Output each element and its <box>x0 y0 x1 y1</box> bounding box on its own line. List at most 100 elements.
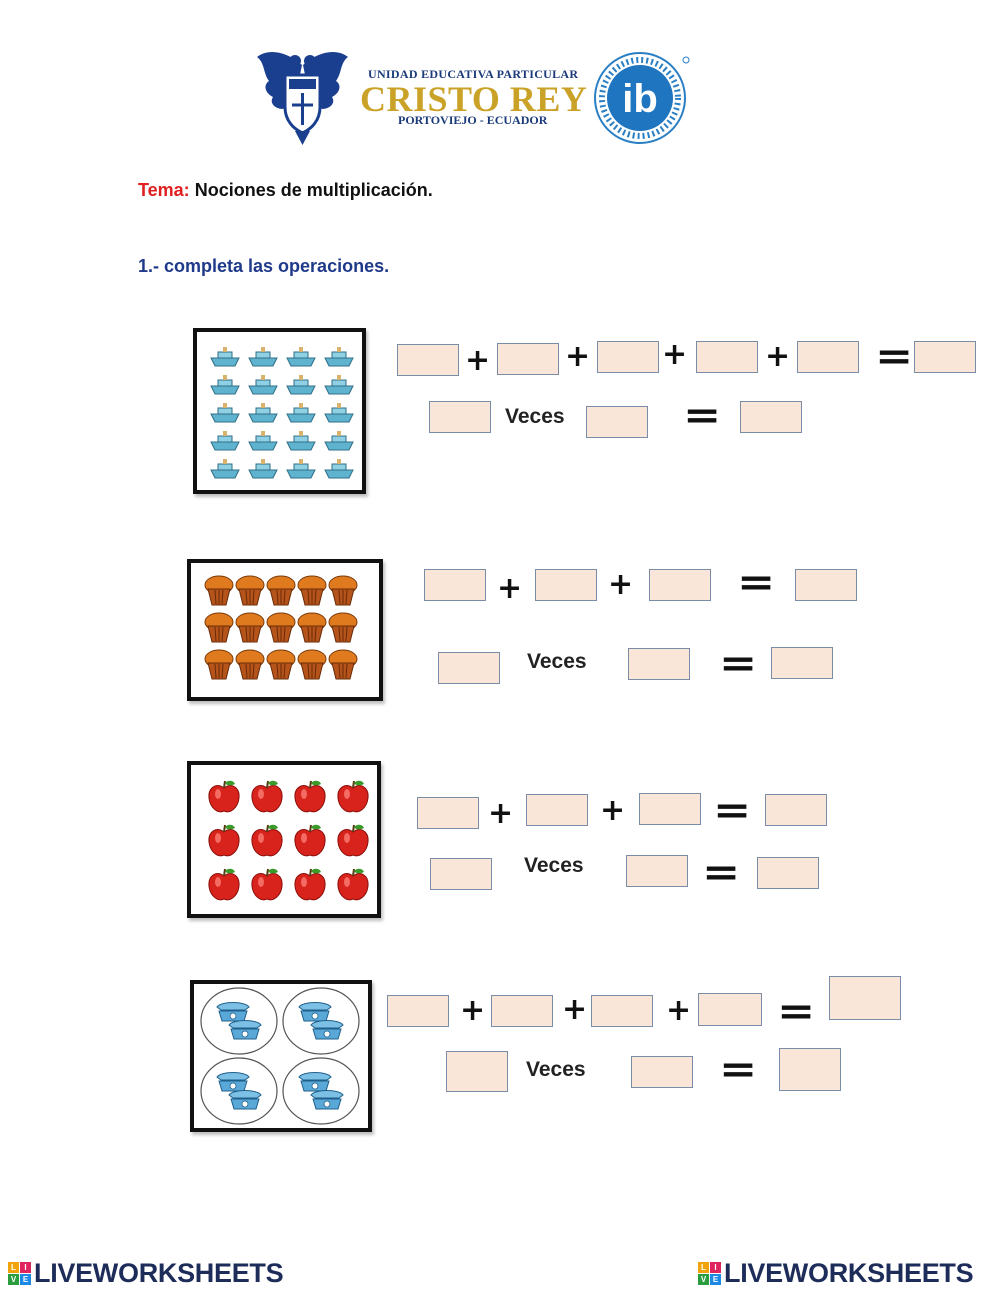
telephone-icon <box>216 1002 250 1022</box>
ex3-addend-box-3[interactable] <box>639 793 701 825</box>
cupcake-icon <box>266 612 296 643</box>
plus-sign: + <box>765 339 791 374</box>
instruction-text: 1.- completa las operaciones. <box>138 256 390 276</box>
veces-label: Veces <box>505 405 565 428</box>
ex1-factor-box[interactable] <box>586 406 648 438</box>
equals-sign: = <box>737 560 775 604</box>
ex2-addend-box-3[interactable] <box>649 569 711 601</box>
boat-icon <box>210 347 240 367</box>
boats-icon <box>210 347 354 479</box>
cupcake-icon <box>297 649 327 680</box>
ex1-addend-box-5[interactable] <box>797 341 859 373</box>
ex2-addend-box-2[interactable] <box>535 569 597 601</box>
boat-icon <box>210 459 240 479</box>
boat-icon <box>248 347 278 367</box>
ex3-addend-box-2[interactable] <box>526 794 588 826</box>
liveworksheets-tiles-icon: L I V E <box>698 1262 721 1285</box>
tile-v: V <box>698 1274 709 1285</box>
ex3-addend-box-1[interactable] <box>417 797 479 829</box>
ex2-addend-box-1[interactable] <box>424 569 486 601</box>
ex4-sum-box[interactable] <box>829 976 901 1020</box>
ex3-product-box[interactable] <box>757 857 819 889</box>
ex1-addend-box-4[interactable] <box>696 341 758 373</box>
ex1-product-box[interactable] <box>740 401 802 433</box>
topic-value: Nociones de multiplicación. <box>194 180 433 200</box>
cupcake-icon <box>235 649 265 680</box>
telephone-icon <box>298 1002 332 1022</box>
ex1-sum-box[interactable] <box>914 341 976 373</box>
ex2-times-box[interactable] <box>438 652 500 684</box>
liveworksheets-tiles-icon: L I V E <box>8 1262 31 1285</box>
ex4-addend-box-3[interactable] <box>591 995 653 1027</box>
ib-letters: ib <box>622 77 658 121</box>
ex4-addend-box-4[interactable] <box>698 993 762 1026</box>
ex4-product-box[interactable] <box>779 1048 841 1091</box>
ex1-addend-box-1[interactable] <box>397 344 459 376</box>
boat-icon <box>286 375 316 395</box>
ex4-addend-box-1[interactable] <box>387 995 449 1027</box>
ex2-sum-box[interactable] <box>795 569 857 601</box>
boat-icon <box>210 375 240 395</box>
cupcake-icon <box>297 612 327 643</box>
cupcake-icon <box>297 575 327 606</box>
cupcake-icon <box>204 575 234 606</box>
ib-world-school-logo: ib <box>592 50 692 146</box>
apple-icon <box>251 868 283 901</box>
apples-icon <box>208 780 369 901</box>
plus-sign: + <box>608 567 634 602</box>
ex1-addend-box-2[interactable] <box>497 343 559 375</box>
telephone-icon <box>216 1072 250 1092</box>
ex3-times-box[interactable] <box>430 858 492 890</box>
telephone-icon <box>310 1090 344 1110</box>
boat-icon <box>286 403 316 423</box>
ex4-addend-box-2[interactable] <box>491 995 553 1027</box>
liveworksheets-wordmark: LIVEWORKSHEETS <box>724 1258 974 1288</box>
eagle-crest-icon <box>257 52 348 145</box>
equals-sign: = <box>713 788 751 832</box>
boat-icon <box>248 403 278 423</box>
telephone-icon <box>228 1020 262 1040</box>
school-eagle-logo <box>255 45 350 145</box>
boat-icon <box>324 403 354 423</box>
liveworksheets-logo-right: L I V E LIVEWORKSHEETS <box>698 1258 974 1289</box>
topic-heading: Tema: Nociones de multiplicación. <box>138 180 433 201</box>
plus-sign: + <box>460 993 486 1028</box>
ex4-times-box[interactable] <box>446 1051 508 1092</box>
boat-icon <box>324 459 354 479</box>
ex3-factor-box[interactable] <box>626 855 688 887</box>
plus-sign: + <box>562 992 588 1027</box>
exercise-4-picture <box>190 980 372 1132</box>
exercise-3-picture <box>187 761 381 918</box>
equals-sign: = <box>875 334 913 378</box>
equals-sign: = <box>777 989 815 1033</box>
boat-icon <box>286 459 316 479</box>
boat-icon <box>286 431 316 451</box>
apple-icon <box>294 868 326 901</box>
cupcake-icon <box>266 575 296 606</box>
ex1-addend-box-3[interactable] <box>597 341 659 373</box>
boat-icon <box>324 431 354 451</box>
cupcake-icon <box>204 612 234 643</box>
plus-sign: + <box>497 571 523 606</box>
ex3-sum-box[interactable] <box>765 794 827 826</box>
ex2-factor-box[interactable] <box>628 648 690 680</box>
boat-icon <box>248 431 278 451</box>
cupcake-icon <box>328 575 358 606</box>
ex1-times-box[interactable] <box>429 401 491 433</box>
school-name-line2: CRISTO REY <box>360 79 588 119</box>
ex4-factor-box[interactable] <box>631 1056 693 1088</box>
equals-sign: = <box>683 393 721 437</box>
apple-icon <box>294 824 326 857</box>
ib-logo-icon: ib <box>594 52 690 144</box>
boat-icon <box>324 347 354 367</box>
veces-label: Veces <box>524 854 584 877</box>
liveworksheets-logo-left: L I V E LIVEWORKSHEETS <box>8 1258 284 1289</box>
veces-label: Veces <box>526 1058 586 1081</box>
telephone-icon <box>228 1090 262 1110</box>
cupcakes-icon <box>204 575 358 680</box>
ex2-product-box[interactable] <box>771 647 833 679</box>
cupcake-icon <box>204 649 234 680</box>
tile-i: I <box>20 1262 31 1273</box>
apple-icon <box>208 824 240 857</box>
apple-icon <box>208 868 240 901</box>
